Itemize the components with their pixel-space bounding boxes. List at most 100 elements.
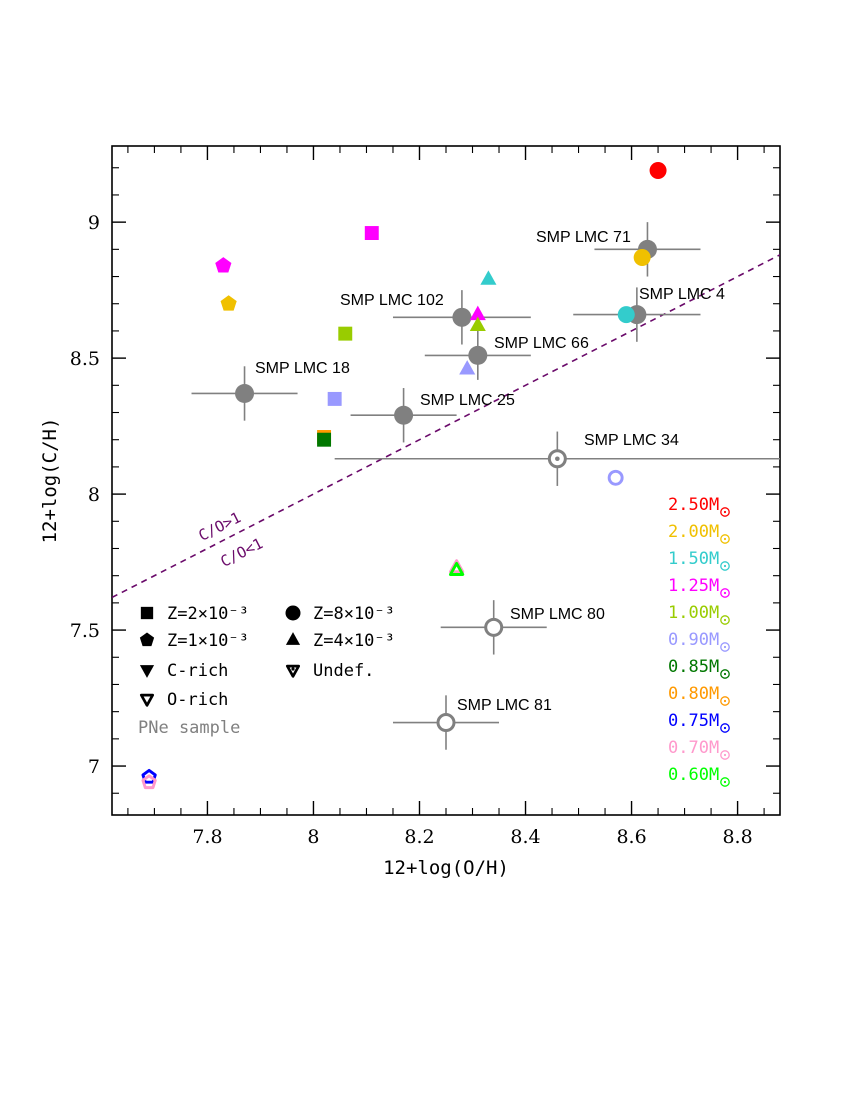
symbol-legend-label: C-rich — [167, 661, 228, 681]
mass-legend-label: 2.00M — [668, 522, 719, 542]
sun-symbol-dot — [723, 780, 727, 784]
co-label-above: C/O>1 — [196, 508, 244, 545]
sun-symbol-icon — [720, 534, 730, 544]
pne-point — [394, 405, 414, 425]
sun-symbol-icon — [720, 642, 730, 652]
sun-symbol-icon — [720, 615, 730, 625]
sun-symbol-dot — [723, 699, 727, 703]
mass-legend-label: 0.60M — [668, 765, 719, 785]
symbol-legend-marker — [140, 606, 154, 620]
y-tick-label: 8.5 — [70, 348, 100, 370]
symbol-legend-label: Z=2×10⁻³ — [167, 604, 249, 624]
pne-label: SMP LMC 25 — [420, 392, 515, 409]
sun-symbol-icon — [720, 696, 730, 706]
pne-point — [452, 307, 472, 327]
co-unity-line — [112, 254, 780, 599]
sun-symbol-icon — [720, 669, 730, 679]
sun-symbol-icon — [720, 777, 730, 787]
symbol-legend-label: Z=8×10⁻³ — [313, 604, 395, 624]
sun-symbol-dot — [723, 618, 727, 622]
sun-symbol-dot — [723, 537, 727, 541]
model-point — [469, 305, 486, 321]
sun-symbol-icon — [720, 588, 730, 598]
pne-point-dot — [555, 456, 560, 462]
pne-label: SMP LMC 71 — [536, 229, 631, 246]
x-axis-title: 12+log(O/H) — [383, 857, 509, 879]
model-point — [448, 561, 465, 576]
sun-symbol-icon — [720, 561, 730, 571]
symbol-legend-marker — [139, 665, 155, 678]
model-point — [617, 306, 635, 324]
sun-symbol-dot — [723, 564, 727, 568]
pne-label: SMP LMC 102 — [340, 292, 444, 309]
mass-legend-label: 1.00M — [668, 603, 719, 623]
pne-point — [468, 345, 488, 365]
model-points — [141, 161, 667, 790]
mass-legend-label: 0.85M — [668, 657, 719, 677]
mass-legend-label: 0.90M — [668, 630, 719, 650]
pne-point — [484, 617, 504, 637]
symbol-legend-label: Undef. — [313, 661, 374, 681]
pne-legend-label: PNe sample — [138, 718, 240, 738]
sun-symbol-icon — [720, 750, 730, 760]
pne-point — [436, 713, 456, 733]
model-point — [141, 768, 157, 784]
x-tick-label: 7.8 — [192, 826, 222, 848]
model-point — [633, 249, 651, 266]
y-tick-label: 7.5 — [70, 620, 100, 642]
mass-legend-label: 1.50M — [668, 549, 719, 569]
symbol-legend-label: O-rich — [167, 690, 228, 710]
model-point — [607, 469, 624, 486]
pne-label: SMP LMC 81 — [457, 697, 552, 714]
pne-label: SMP LMC 34 — [584, 432, 679, 449]
model-point — [317, 432, 332, 447]
sun-symbol-dot — [723, 510, 727, 514]
symbol-legend-marker — [285, 664, 301, 678]
sun-symbol-dot — [723, 753, 727, 757]
mass-legend: 2.50M 2.00M 1.50M 1.25M 1.00M 0.90M 0.85M 0.80M… — [668, 495, 730, 787]
pne-point — [235, 383, 255, 403]
mass-legend-label: 0.70M — [668, 738, 719, 758]
mass-legend-label: 0.75M — [668, 711, 719, 731]
mass-legend-label: 2.50M — [668, 495, 719, 515]
model-point — [220, 295, 237, 311]
sun-symbol-icon — [720, 723, 730, 733]
co-ratio-line — [112, 254, 780, 599]
sun-symbol-dot — [723, 645, 727, 649]
symbol-legend-marker — [285, 632, 301, 645]
mass-legend-label: 1.25M — [668, 576, 719, 596]
model-point — [649, 161, 667, 179]
x-tick-label: 8.6 — [616, 826, 646, 848]
model-point — [459, 360, 476, 375]
model-point — [364, 226, 379, 240]
symbol-legend-marker — [139, 693, 155, 707]
pne-label: SMP LMC 80 — [510, 606, 605, 623]
pne-sample — [191, 222, 780, 750]
pne-label: SMP LMC 66 — [494, 335, 589, 352]
x-tick-label: 8.4 — [510, 826, 540, 848]
sun-symbol-dot — [723, 726, 727, 730]
symbol-legend-dot — [291, 667, 295, 671]
symbol-legend-marker — [139, 632, 155, 647]
co-ratio-labels: C/O>1C/O<1 — [196, 508, 266, 571]
mass-legend-label: 0.80M — [668, 684, 719, 704]
model-point — [480, 270, 497, 285]
pne-label: SMP LMC 4 — [639, 286, 725, 303]
sun-symbol-icon — [720, 507, 730, 517]
model-point — [338, 326, 353, 341]
model-point — [141, 774, 157, 790]
model-point — [215, 257, 232, 273]
x-tick-label: 8.2 — [404, 826, 434, 848]
y-tick-label: 7 — [88, 756, 100, 778]
pne-label: SMP LMC 18 — [255, 360, 350, 377]
axis-titles: 12+log(O/H)12+log(C/H) — [39, 418, 509, 879]
sun-symbol-dot — [723, 672, 727, 676]
x-tick-label: 8.8 — [722, 826, 752, 848]
symbol-legend-marker — [285, 605, 301, 621]
y-tick-label: 8 — [88, 484, 100, 506]
sun-symbol-dot — [723, 591, 727, 595]
symbol-legend-label: Z=1×10⁻³ — [167, 631, 249, 651]
